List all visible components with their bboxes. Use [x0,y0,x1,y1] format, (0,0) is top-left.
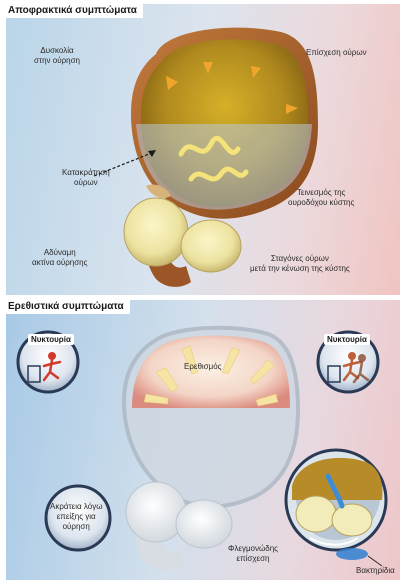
label-nocturia-right: Νυκτουρία [324,334,370,345]
label-irritation: Ερεθισμός [184,362,222,372]
prostate-lobe-right [181,220,241,272]
label-weak-stream: Αδύναμη ακτίνα ούρησης [32,248,87,268]
inflammatory-retention-inset [286,450,386,550]
label-nocturia-left: Νυκτουρία [28,334,74,345]
prostate-lobe-left [124,198,188,266]
label-bladder-tenesmus: Τεινεσμός της ουροδόχου κύστης [288,188,354,208]
label-urge-incontinence: Ακράτεια λόγω επείξης για ούρηση [50,502,102,532]
prostate-lobe-ghost-right [176,500,232,548]
irritative-symptoms-panel: Ερεθιστικά συμπτώματα [6,300,400,580]
label-inflammatory-retention: Φλεγμονώδης επίσχεση [228,544,278,564]
obstructive-symptoms-panel: Αποφρακτικά συμπτώματα [6,4,400,295]
label-urine-retention: Κατακράτηση ούρων [62,168,110,188]
prostate-lobe-ghost-left [126,482,186,542]
bacteria-cluster [336,548,368,560]
bacteria-pointer [368,556,382,566]
label-urinary-retention: Επίσχεση ούρων [306,48,367,58]
label-post-void-dribbling: Σταγόνες ούρων μετά την κένωση της κύστη… [250,254,350,274]
label-difficulty-urinating: Δυσκολία στην ούρηση [34,46,80,66]
label-bacteria: Βακτηρίδια [356,566,395,576]
